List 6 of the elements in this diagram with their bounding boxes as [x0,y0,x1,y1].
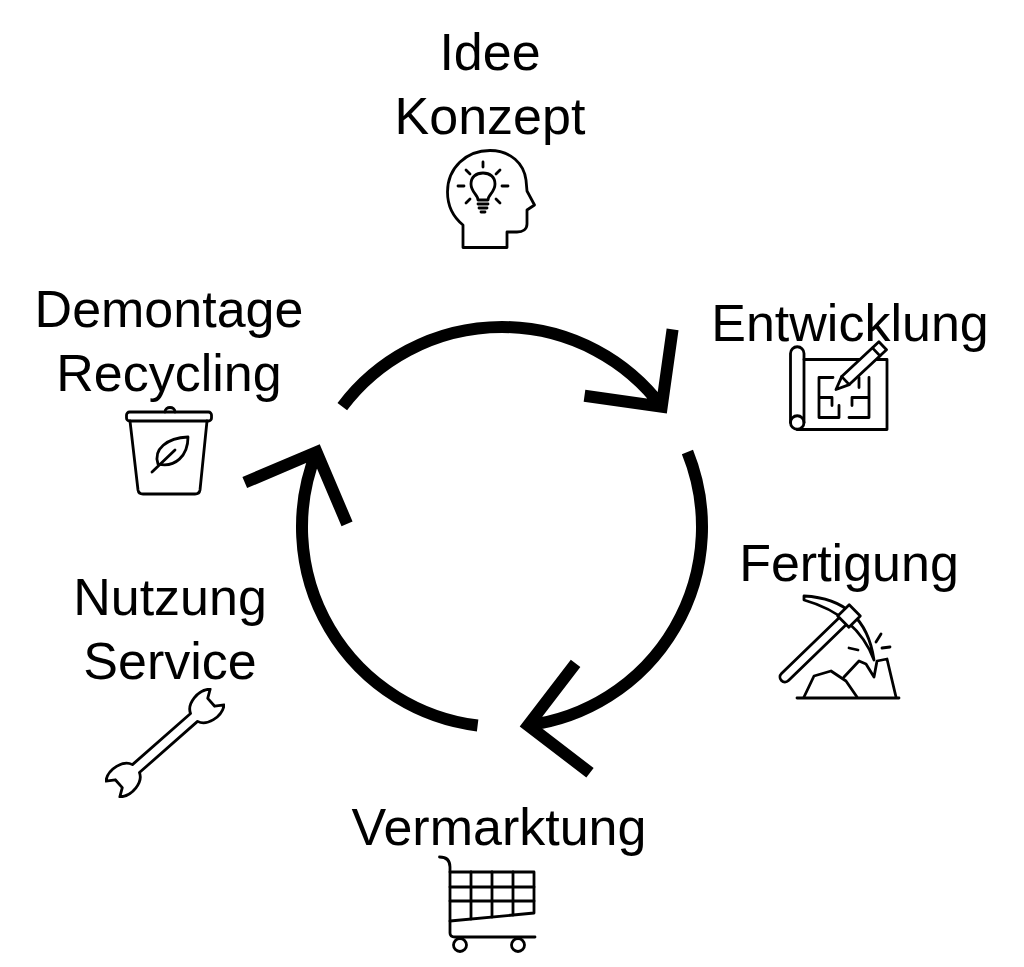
stage-label: Nutzung Service [73,567,267,692]
stage-label: Vermarktung [351,797,647,858]
stage-label: Demontage Recycling [34,279,304,404]
stage-label: Idee Konzept [394,22,586,147]
stage-label: Fertigung [739,533,959,594]
stage-label: Entwicklung [711,293,989,354]
